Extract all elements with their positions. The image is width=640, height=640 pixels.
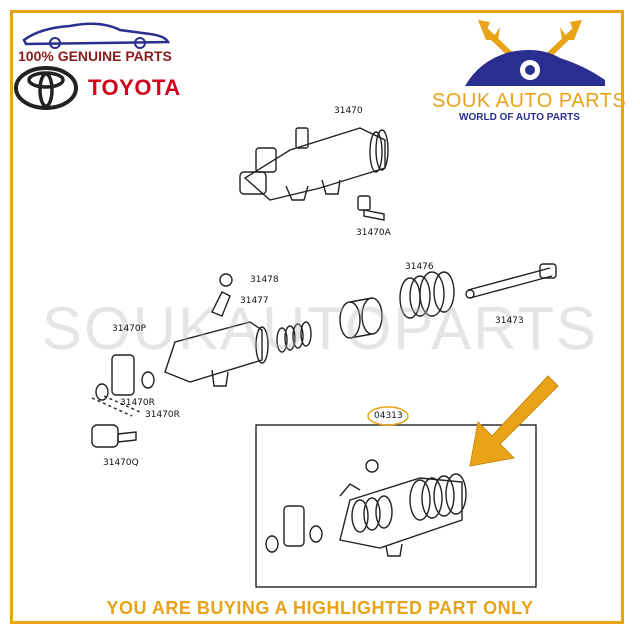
gold-border-frame bbox=[10, 10, 624, 624]
part-label-31470R-b: 31470R bbox=[145, 410, 180, 420]
part-label-31470P: 31470P bbox=[112, 324, 147, 334]
part-label-31477: 31477 bbox=[240, 296, 269, 306]
store-tagline: WORLD OF AUTO PARTS bbox=[459, 112, 580, 123]
bolt-drawing bbox=[357, 195, 385, 221]
part-label-04313: 04313 bbox=[374, 411, 403, 421]
cylinder-assembly-drawing bbox=[239, 127, 389, 201]
footer-notice: YOU ARE BUYING A HIGHLIGHTED PART ONLY bbox=[106, 598, 534, 618]
part-number-highlight bbox=[367, 406, 409, 426]
exploded-parts-drawing bbox=[91, 263, 557, 448]
store-name: SOUK AUTO PARTS bbox=[432, 90, 627, 112]
part-label-31478: 31478 bbox=[250, 275, 279, 285]
genuine-parts-text: 100% GENUINE PARTS bbox=[18, 48, 172, 64]
kit-drawing bbox=[265, 459, 467, 557]
part-label-31470: 31470 bbox=[334, 106, 363, 116]
part-label-31473: 31473 bbox=[495, 316, 524, 326]
toyota-brand-text: TOYOTA bbox=[88, 75, 181, 100]
boot-drawing bbox=[399, 271, 455, 319]
union-bolt-drawing bbox=[91, 424, 137, 448]
part-label-31470Q: 31470Q bbox=[103, 458, 139, 468]
part-label-31470R-a: 31470R bbox=[120, 398, 155, 408]
push-rod-drawing bbox=[465, 263, 557, 299]
piston-drawing bbox=[339, 297, 383, 339]
part-label-31470A: 31470A bbox=[356, 228, 391, 238]
watermark-text: SOUKAUTOPARTS bbox=[41, 295, 599, 362]
part-label-31476: 31476 bbox=[405, 262, 434, 272]
spring-drawing bbox=[276, 321, 312, 353]
